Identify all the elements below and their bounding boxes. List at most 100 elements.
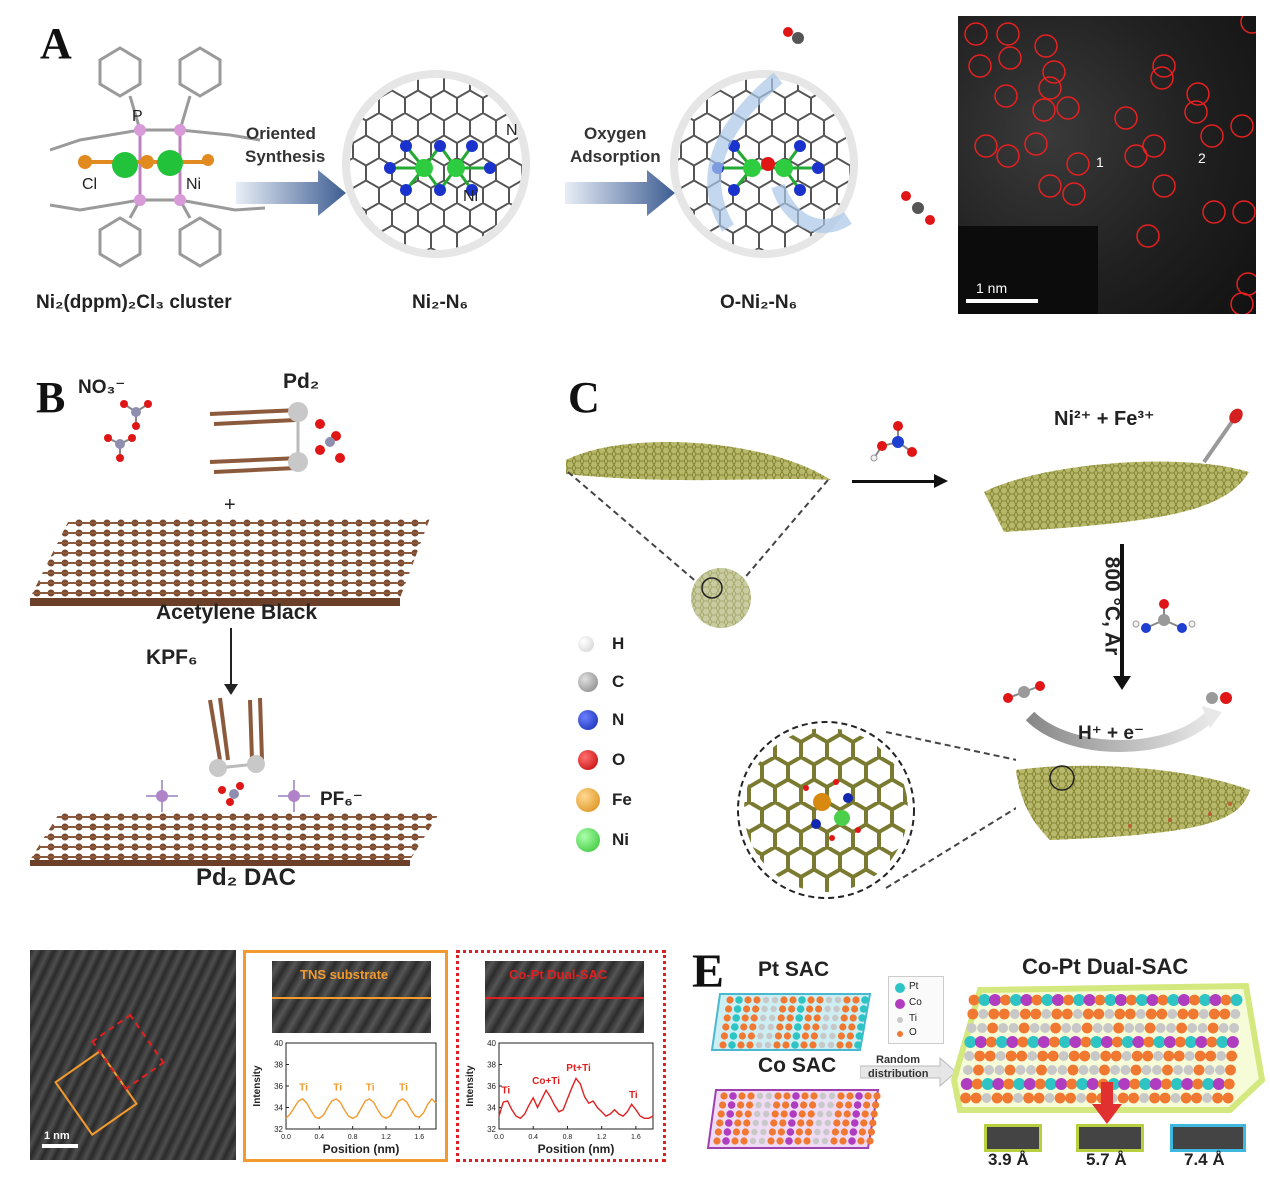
lattice-atom — [806, 1119, 814, 1127]
lattice-atom — [845, 1101, 853, 1109]
lattice-atom — [998, 1008, 1010, 1020]
lattice-atom — [1153, 1051, 1164, 1061]
step2-arrow — [565, 170, 675, 216]
lattice-atom — [780, 1110, 788, 1118]
lattice-atom — [798, 1110, 806, 1118]
lattice-atom — [723, 1014, 731, 1022]
legend-dot-c — [578, 672, 598, 692]
lattice-atom — [809, 1041, 817, 1049]
lattice-atom — [1205, 1050, 1217, 1062]
lattice-atom — [783, 1032, 791, 1040]
lattice-atom — [758, 1023, 765, 1031]
lattice-atom — [777, 1128, 785, 1136]
lattice-atom — [1079, 1050, 1091, 1062]
lattice-atom — [1113, 1022, 1124, 1034]
lattice-atom — [833, 1119, 841, 1127]
lattice-atom — [837, 1032, 845, 1040]
lattice-atom — [1006, 1036, 1019, 1048]
lattice-atom — [1047, 1050, 1059, 1062]
legend-dot-ni — [576, 828, 600, 852]
lattice-atom — [749, 1023, 757, 1031]
lattice-atom — [1078, 1065, 1089, 1075]
dropper-icon — [1202, 408, 1243, 464]
lattice-atom — [1018, 1022, 1030, 1034]
lattice-atom — [803, 1023, 811, 1031]
lattice-atom — [725, 1119, 733, 1127]
chart-y-tick-label: 32 — [274, 1125, 283, 1134]
lattice-atom — [855, 1032, 864, 1040]
lattice-atom — [734, 1119, 742, 1127]
lattice-atom — [849, 1128, 858, 1136]
lattice-atom — [1226, 1050, 1238, 1062]
chart-x-tick-label: 1.6 — [631, 1134, 641, 1141]
lattice-atom — [832, 1014, 839, 1022]
lattice-atom — [861, 996, 869, 1004]
co-molecule-released — [783, 27, 804, 44]
lattice-atom — [1132, 1036, 1145, 1048]
lattice-atom — [842, 1119, 850, 1127]
lattice-atom — [1177, 1008, 1189, 1020]
lattice-atom — [1055, 1078, 1068, 1090]
lattice-atom — [842, 1005, 850, 1013]
tem-scale-bar — [966, 299, 1038, 303]
legend-e-dot-pt — [895, 983, 905, 993]
lattice-atom — [992, 1078, 1005, 1090]
lattice-atom — [1180, 1092, 1192, 1104]
lattice-atom — [1121, 1036, 1134, 1048]
lattice-atom — [1112, 1036, 1123, 1048]
pf6-ions — [146, 780, 310, 812]
lattice-atom — [1159, 1092, 1171, 1104]
lattice-atom — [840, 1128, 848, 1136]
lattice-atom — [1124, 1023, 1135, 1033]
lattice-atom — [1197, 1023, 1208, 1033]
lattice-atom — [761, 1119, 768, 1127]
lattice-atom — [819, 1092, 827, 1100]
chart-y-tick-label: 36 — [487, 1082, 496, 1091]
lattice-atom — [816, 996, 824, 1004]
lattice-atom — [746, 1041, 754, 1049]
lattice-atom — [807, 996, 815, 1004]
lattice-atom — [752, 1005, 760, 1013]
lattice-atom — [1199, 994, 1211, 1006]
chart-peak-annotation: Co+Ti — [532, 1076, 560, 1087]
lattice-atom — [984, 1065, 994, 1075]
lattice-atom — [747, 1092, 755, 1100]
lattice-atom — [770, 1119, 778, 1127]
lattice-atom — [991, 1092, 1003, 1104]
lattice-atom — [773, 1041, 781, 1049]
lattice-atom — [1008, 1023, 1019, 1033]
lattice-atom — [824, 1005, 831, 1013]
lattice-atom — [760, 1014, 767, 1022]
lattice-atom — [757, 1032, 764, 1040]
urea-molecule — [1132, 599, 1196, 633]
chart-y-tick-label: 34 — [487, 1104, 496, 1113]
lattice-atom — [731, 1023, 739, 1031]
chart-peak-annotation: Ti — [629, 1090, 638, 1101]
metal-ions-label: Ni²⁺ + Fe³⁺ — [1054, 408, 1155, 430]
lattice-atom — [1128, 1092, 1139, 1104]
single-atom-markers — [964, 16, 1256, 314]
lattice-atom — [1114, 1008, 1126, 1020]
lattice-atom — [765, 1092, 773, 1100]
lattice-atom — [1139, 1078, 1152, 1090]
lattice-atom — [848, 1137, 856, 1145]
lattice-atom — [821, 1023, 828, 1031]
lattice-atom — [1100, 1050, 1112, 1062]
lattice-atom — [814, 1128, 821, 1136]
lattice-atom — [1054, 1092, 1066, 1104]
lattice-atom — [825, 996, 833, 1004]
lattice-atom — [978, 1009, 989, 1019]
chart-x-tick-label: 0.8 — [563, 1134, 573, 1141]
lattice-atom — [831, 1128, 839, 1136]
lattice-atom — [824, 1119, 831, 1127]
lattice-atom — [974, 1050, 986, 1062]
lattice-atom — [1089, 1065, 1099, 1075]
lattice-atom — [1163, 1050, 1175, 1062]
lattice-atom — [1126, 994, 1137, 1006]
lattice-atom — [737, 1101, 745, 1109]
distance-box-1 — [984, 1124, 1042, 1152]
legend-label-ni: Ni — [612, 830, 629, 849]
lattice-atom — [1013, 1078, 1026, 1090]
ring1-label-ni: Ni — [463, 188, 479, 205]
lattice-atom — [1120, 1065, 1131, 1075]
